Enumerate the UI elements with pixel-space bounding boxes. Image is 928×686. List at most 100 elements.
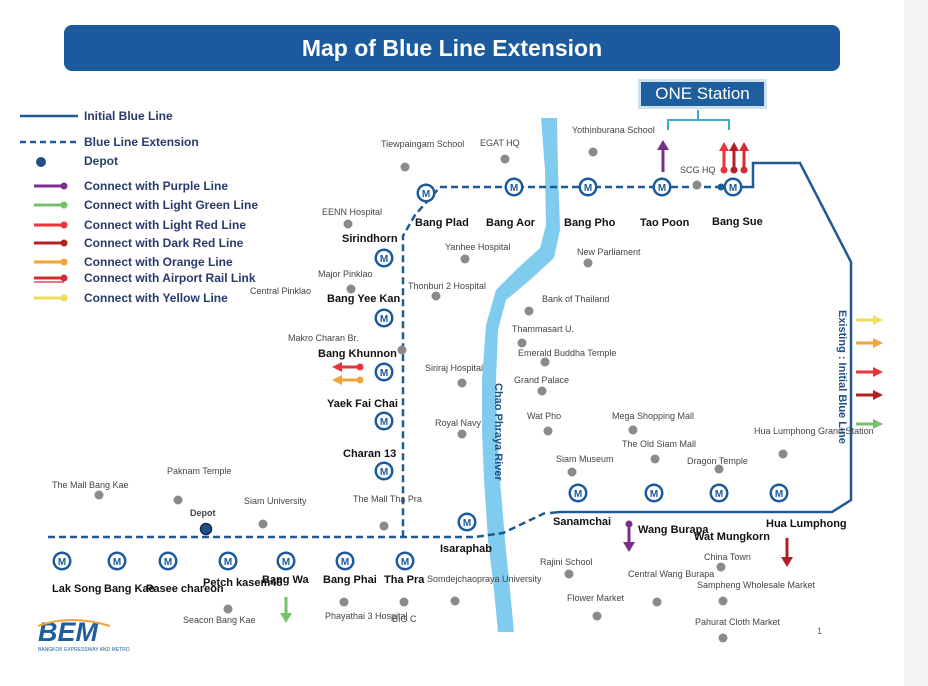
svg-text:M: M [164,557,172,568]
station-icon-bang-sue: M [723,177,743,197]
station-label-bang-aor: Bang Aor [486,217,536,229]
station-icon-bang-kae: M [107,551,127,571]
place-label: Wat Pho [527,411,561,421]
place-label: Mega Shopping Mall [612,411,694,421]
station-label-bang-phai: Bang Phai [323,574,377,586]
legend-airport-label: Connect with Airport Rail Link [84,271,256,285]
station-icon-tha-pra: M [395,551,415,571]
place-label: New Parliament [577,247,641,257]
red-arrows-bang-sue [719,142,749,174]
station-label-lak-song: Lak Song [52,583,102,595]
svg-text:M: M [341,557,349,568]
station-icon-sanamchai: M [568,483,588,503]
station-label-bang-wa: Bang Wa [262,574,310,586]
place-label: Sampheng Wholesale Market [697,580,816,590]
one-station-label: ONE Station [655,84,750,103]
svg-text:M: M [574,489,582,500]
svg-text:M: M [380,368,388,379]
river [482,118,560,632]
station-icon-wang-burapa: M [644,483,664,503]
svg-text:M: M [380,467,388,478]
station-labels: Bang Plad Bang Aor Bang Pho Tao Poon Ban… [52,216,847,595]
station-label-sirindhorn: Sirindhorn [342,233,398,245]
station-icon-tao-poon: M [652,177,672,197]
station-icon-pasee-chareon: M [158,551,178,571]
depot-label: Depot [190,508,216,518]
legend-green-label: Connect with Light Green Line [84,198,258,212]
place-labels: Tiewpaingam School EGAT HQ Yothinburana … [52,125,874,627]
svg-text:M: M [510,183,518,194]
place-label: Central Wang Burapa [628,569,714,579]
station-label-wang-burapa: Wang Burapa [638,524,709,536]
place-markers [94,147,788,643]
station-icon-sirindhorn: M [374,248,394,268]
station-icon-bang-wa: M [276,551,296,571]
map-title: Map of Blue Line Extension [301,34,603,61]
station-label-bang-plad: Bang Plad [415,217,469,229]
svg-text:M: M [775,489,783,500]
svg-text:M: M [463,518,471,529]
hua-lumphong-arrow [781,538,793,567]
station-label-bang-kae: Bang Kae [104,583,155,595]
station-label-tha-pra: Tha Pra [384,574,425,586]
svg-text:M: M [58,557,66,568]
logo-swoosh [37,619,111,627]
legend-initial-label: Initial Blue Line [84,109,173,123]
legend-extension-label: Blue Line Extension [84,135,199,149]
place-label: Thonburi 2 Hospital [408,281,486,291]
legend-dark-red-label: Connect with Dark Red Line [84,236,244,250]
legend-yellow-label: Connect with Yellow Line [84,291,228,305]
one-station-bracket [667,110,730,130]
place-label: The Mall Tha Pra [353,494,422,504]
place-label: Somdejchaopraya University [427,574,542,584]
station-label-pasee-chareon: Pasee chareon [146,583,224,595]
svg-text:M: M [113,557,121,568]
svg-text:M: M [422,189,430,200]
place-label: Siam University [244,496,307,506]
station-icon-charan-13: M [374,461,394,481]
svg-text:M: M [658,183,666,194]
place-label: Yanhee Hospital [445,242,510,252]
place-label: Pahurat Cloth Market [695,617,781,627]
place-label: EENN Hospital [322,207,382,217]
station-label-sanamchai: Sanamchai [553,516,611,528]
svg-text:M: M [380,314,388,325]
extension-line-north [401,185,722,536]
bem-logo-subtitle: BANGKOK EXPRESSWAY AND METRO [38,647,130,653]
station-label-bang-sue: Bang Sue [712,216,763,228]
place-label: Royal Navy [435,418,482,428]
svg-text:M: M [380,417,388,428]
svg-text:M: M [715,489,723,500]
place-label: Rajini School [540,557,593,567]
existing-line-arrows [856,315,883,429]
place-label: Yothinburana School [572,125,655,135]
station-label-yaek-fai-chai: Yaek Fai Chai [327,398,398,410]
place-label: Tiewpaingam School [381,139,464,149]
page-number: 1 [817,626,822,636]
station-icon-bang-aor: M [504,177,524,197]
place-label: Hua Lumphong Grand Station [754,426,874,436]
place-label: Paknam Temple [167,466,231,476]
legend: Initial Blue Line Blue Line Extension De… [20,109,258,305]
purple-arrow-tao-poon [657,140,669,172]
station-icons: M M M M M M M M M M M M M M M M M M M M … [52,177,789,571]
place-label: SCG HQ [680,165,716,175]
station-icon-hua-lumphong: M [769,483,789,503]
station-icon-isaraphab: M [457,512,477,532]
station-label-bang-khunnon: Bang Khunnon [318,348,397,360]
station-icon-lak-song: M [52,551,72,571]
place-label: China Town [704,552,751,562]
place-label: Dragon Temple [687,456,748,466]
place-label: Emerald Buddha Temple [518,348,616,358]
legend-orange-label: Connect with Orange Line [84,255,233,269]
initial-blue-line [549,161,853,515]
place-label: BIG C [392,614,417,624]
legend-light-red-label: Connect with Light Red Line [84,218,246,232]
station-icon-bang-khunnon: M [374,362,394,382]
station-icon-bang-pho: M [578,177,598,197]
bang-khunnon-arrows [332,362,364,385]
legend-purple-label: Connect with Purple Line [84,179,228,193]
legend-depot-label: Depot [84,154,118,168]
station-icon-bang-yee-kan: M [374,308,394,328]
station-label-petch-kasem48: Petch kasem48 [203,577,283,589]
